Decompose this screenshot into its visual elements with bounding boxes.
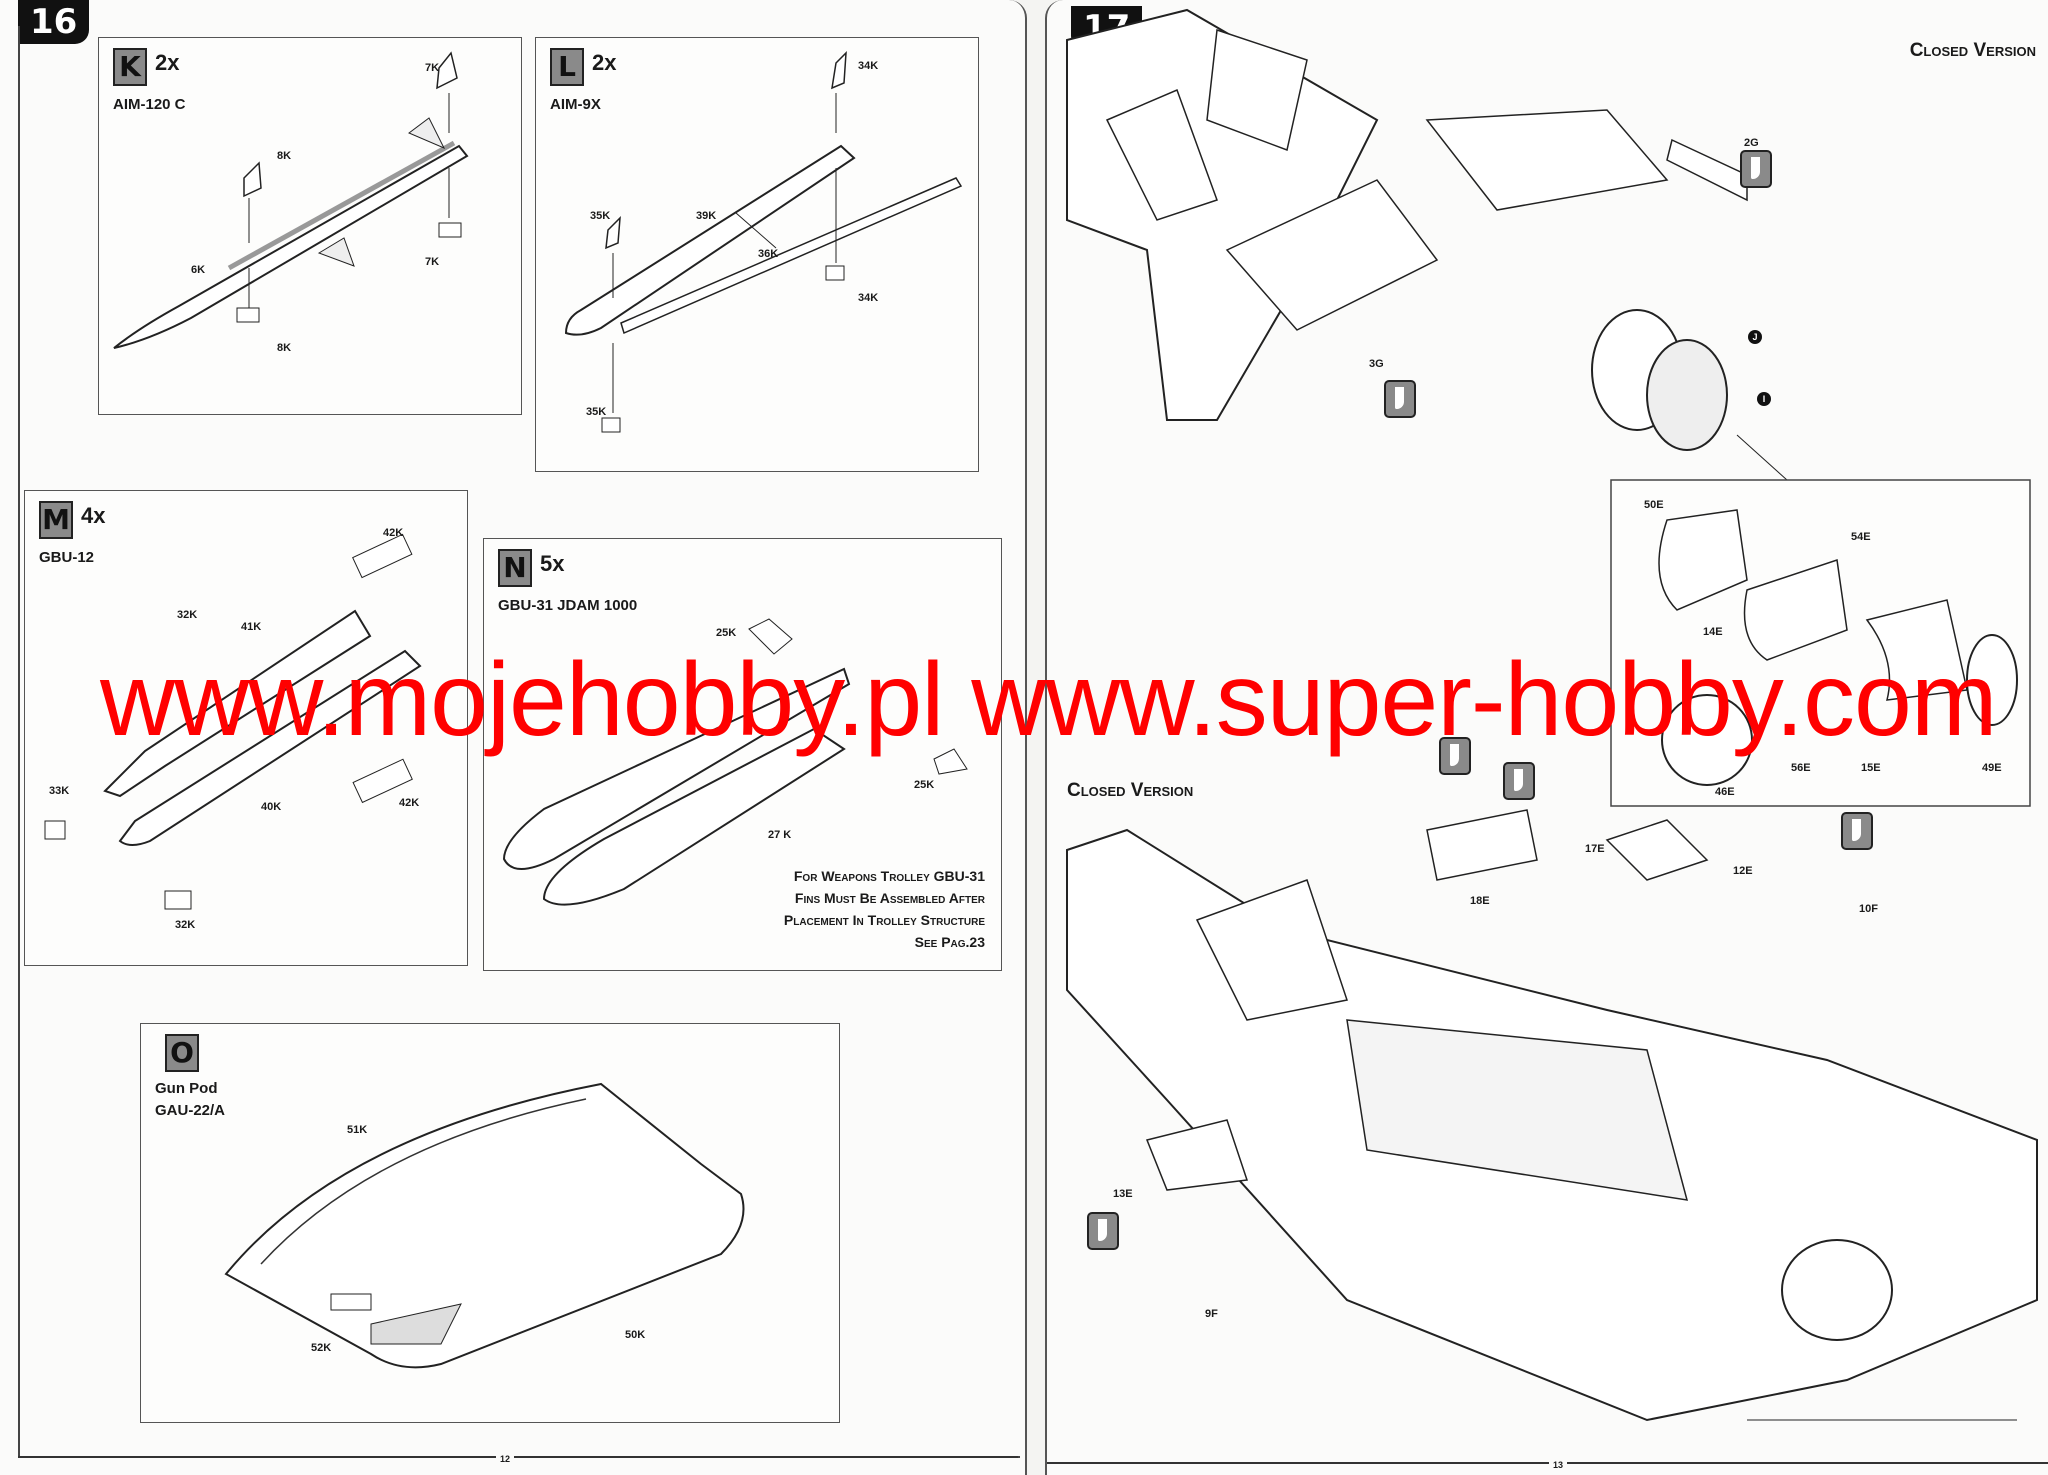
part-label: 7K	[425, 62, 440, 74]
panel-letter: M	[39, 501, 73, 539]
callout-j: J	[1748, 330, 1762, 344]
part-label: 15E	[1861, 762, 1881, 774]
part-label: 39K	[696, 210, 717, 222]
gbu31-bomb-drawing	[502, 618, 968, 906]
part-label: 41K	[241, 621, 262, 633]
panel-o-gunpod: O Gun Pod GAU-22/A 51K 52K 50K	[140, 1023, 840, 1423]
part-label: 9F	[1205, 1308, 1218, 1320]
part-label: 12E	[1733, 865, 1753, 877]
knife-tool-icon	[1087, 1212, 1119, 1250]
page-number: 13	[1549, 1460, 1568, 1470]
part-label: 13E	[1113, 1188, 1133, 1200]
part-label: 25K	[716, 627, 737, 639]
part-label: 42K	[399, 797, 420, 809]
part-label: 46E	[1715, 786, 1735, 798]
part-label: 32K	[175, 919, 196, 931]
part-label: 3G	[1369, 358, 1384, 370]
part-label: 34K	[858, 292, 879, 304]
part-label: 36K	[758, 248, 779, 260]
part-label: 27 K	[768, 829, 792, 841]
page-footer-rule	[18, 1456, 1018, 1458]
panel-title: AIM-120 C	[113, 96, 186, 113]
watermark-text: www.mojehobby.pl www.super-hobby.com	[100, 642, 1998, 758]
panel-l-aim9x: L 2x AIM-9X 34K 35K 39K 36K 34K 35K	[535, 37, 979, 472]
part-label: 8K	[277, 342, 292, 354]
knife-tool-icon	[1503, 762, 1535, 800]
part-label: 2G	[1744, 137, 1759, 149]
trolley-assembly-note: For Weapons Trolley GBU-31 Fins Must Be …	[784, 865, 985, 953]
part-label: 42K	[383, 527, 404, 539]
panel-qty: 4x	[81, 503, 106, 528]
gun-pod-drawing	[224, 1082, 745, 1369]
instruction-page-right: 17 Closed Version 2G 3G J I 50E 54E 14E …	[1045, 0, 2048, 1475]
part-label: 7K	[425, 256, 440, 268]
page-footer-rule	[1047, 1462, 2048, 1464]
part-label: 10F	[1859, 903, 1878, 915]
knife-tool-icon	[1841, 812, 1873, 850]
panel-qty: 5x	[540, 551, 565, 576]
panel-subtitle: GAU-22/A	[155, 1102, 226, 1119]
part-label: 32K	[177, 609, 198, 621]
part-label: 14E	[1703, 626, 1723, 638]
panel-title: GBU-31 JDAM 1000	[498, 597, 638, 614]
panel-qty: 2x	[592, 50, 617, 75]
panel-title: Gun Pod	[155, 1080, 218, 1097]
page-number: 12	[496, 1454, 515, 1464]
aim120-missile-drawing	[113, 51, 469, 349]
note-line: For Weapons Trolley GBU-31	[793, 868, 985, 884]
part-label: 34K	[858, 60, 879, 72]
part-label: 49E	[1982, 762, 2002, 774]
part-label: 54E	[1851, 531, 1871, 543]
panel-m-gbu12: M 4x GBU-12 42K 32K 41K 33K 40K 42K 32K	[24, 490, 468, 966]
part-label: 25K	[914, 779, 935, 791]
part-label: 50K	[625, 1329, 646, 1341]
step-number-16: 16	[18, 0, 90, 44]
knife-tool-icon	[1384, 380, 1416, 418]
part-label: 18E	[1470, 895, 1490, 907]
panel-letter: L	[550, 48, 584, 86]
panel-title: GBU-12	[39, 549, 95, 566]
note-line: Placement In Trolley Structure	[783, 912, 985, 928]
part-label: 8K	[277, 150, 292, 162]
part-label: 35K	[586, 406, 607, 418]
part-label: 50E	[1644, 499, 1664, 511]
callout-i: I	[1757, 392, 1771, 406]
part-label: 40K	[261, 801, 282, 813]
aircraft-assembly-drawing	[1066, 8, 2038, 1422]
part-label: 56E	[1791, 762, 1811, 774]
instruction-page-left: 16 K 2x AIM-120 C 7K 8K 6K 7K 8K L 2x AI…	[18, 0, 1027, 1475]
knife-tool-icon	[1740, 150, 1772, 188]
panel-k-aim120: K 2x AIM-120 C 7K 8K 6K 7K 8K	[98, 37, 522, 415]
panel-title: AIM-9X	[550, 96, 601, 113]
panel-n-gbu31: N 5x GBU-31 JDAM 1000 25K 25K 27 K For W…	[483, 538, 1002, 971]
panel-letter: N	[498, 549, 532, 587]
note-line: See Pag.23	[914, 934, 985, 950]
panel-letter: K	[113, 48, 147, 86]
closed-version-label-top: Closed Version	[1909, 40, 2036, 61]
part-label: 6K	[191, 264, 206, 276]
part-label: 33K	[49, 785, 70, 797]
note-line: Fins Must Be Assembled After	[794, 890, 985, 906]
part-label: 51K	[347, 1124, 368, 1136]
panel-qty: 2x	[155, 50, 180, 75]
aim9x-missile-drawing	[564, 51, 963, 433]
part-label: 52K	[311, 1342, 332, 1354]
panel-letter: O	[165, 1034, 199, 1072]
part-label: 17E	[1585, 843, 1605, 855]
part-label: 35K	[590, 210, 611, 222]
knife-tool-icon	[1439, 737, 1471, 775]
closed-version-label-bottom: Closed Version	[1067, 780, 1194, 801]
gbu12-bomb-drawing	[44, 533, 422, 910]
